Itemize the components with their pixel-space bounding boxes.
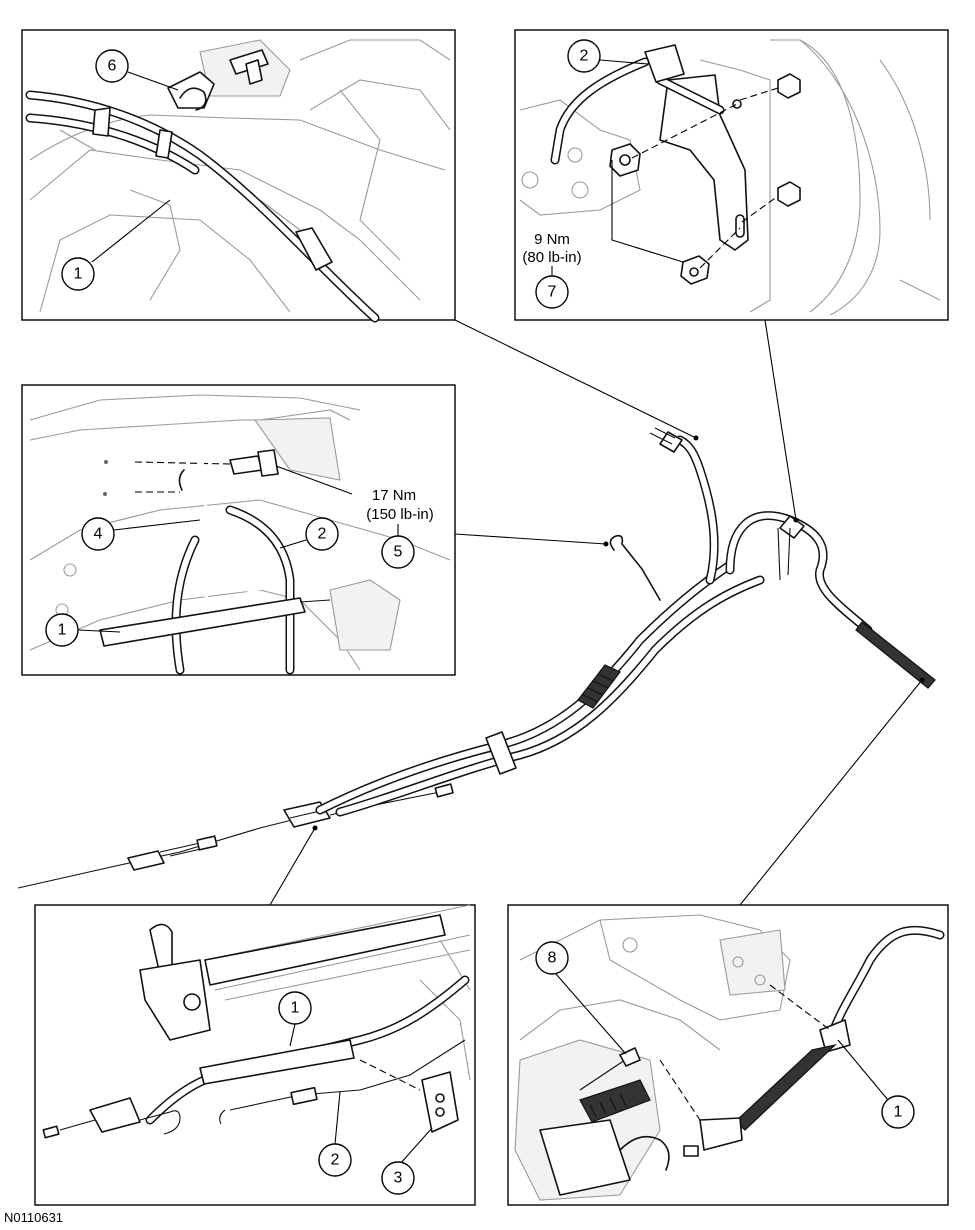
callout-7: 7 bbox=[535, 275, 569, 309]
svg-text:5: 5 bbox=[394, 544, 403, 561]
callout-8: 8 bbox=[535, 941, 569, 975]
leader-lines bbox=[269, 319, 923, 906]
callout-3: 3 bbox=[381, 1161, 415, 1195]
torque-alt-bolt: (150 lb-in) bbox=[366, 506, 434, 523]
svg-text:1: 1 bbox=[58, 622, 67, 639]
main-cable-assembly bbox=[17, 427, 936, 889]
callout-6: 6 bbox=[95, 49, 129, 83]
callout-5: 5 bbox=[381, 535, 415, 569]
svg-text:8: 8 bbox=[548, 950, 557, 967]
torque-value-nut: 9 Nm bbox=[534, 231, 570, 248]
detail-panel-2: 9 Nm (80 lb-in) 2 7 bbox=[514, 29, 949, 321]
svg-text:2: 2 bbox=[580, 48, 589, 65]
svg-text:1: 1 bbox=[291, 1000, 300, 1017]
detail-panel-3: 17 Nm (150 lb-in) 5 4 2 1 bbox=[21, 384, 456, 676]
callout-1: 1 bbox=[45, 613, 79, 647]
figure-id: N0110631 bbox=[4, 1210, 63, 1225]
callout-4: 4 bbox=[81, 517, 115, 551]
svg-text:4: 4 bbox=[94, 526, 103, 543]
svg-text:2: 2 bbox=[318, 526, 327, 543]
callout-1: 1 bbox=[881, 1095, 915, 1129]
callout-2: 2 bbox=[567, 39, 601, 73]
callout-2: 2 bbox=[305, 517, 339, 551]
callout-2: 2 bbox=[318, 1143, 352, 1177]
svg-text:6: 6 bbox=[108, 58, 117, 75]
detail-panel-5: 8 1 bbox=[507, 904, 949, 1206]
callout-1: 1 bbox=[61, 257, 95, 291]
svg-text:3: 3 bbox=[394, 1170, 403, 1187]
torque-value-bolt: 17 Nm bbox=[372, 487, 416, 504]
detail-panel-1: 6 1 bbox=[21, 29, 456, 323]
svg-text:1: 1 bbox=[74, 266, 83, 283]
torque-alt-nut: (80 lb-in) bbox=[522, 249, 581, 266]
svg-text:7: 7 bbox=[548, 284, 557, 301]
svg-text:1: 1 bbox=[894, 1104, 903, 1121]
callout-1: 1 bbox=[278, 991, 312, 1025]
detail-panel-4: 1 2 3 bbox=[34, 904, 476, 1206]
svg-text:2: 2 bbox=[331, 1152, 340, 1169]
